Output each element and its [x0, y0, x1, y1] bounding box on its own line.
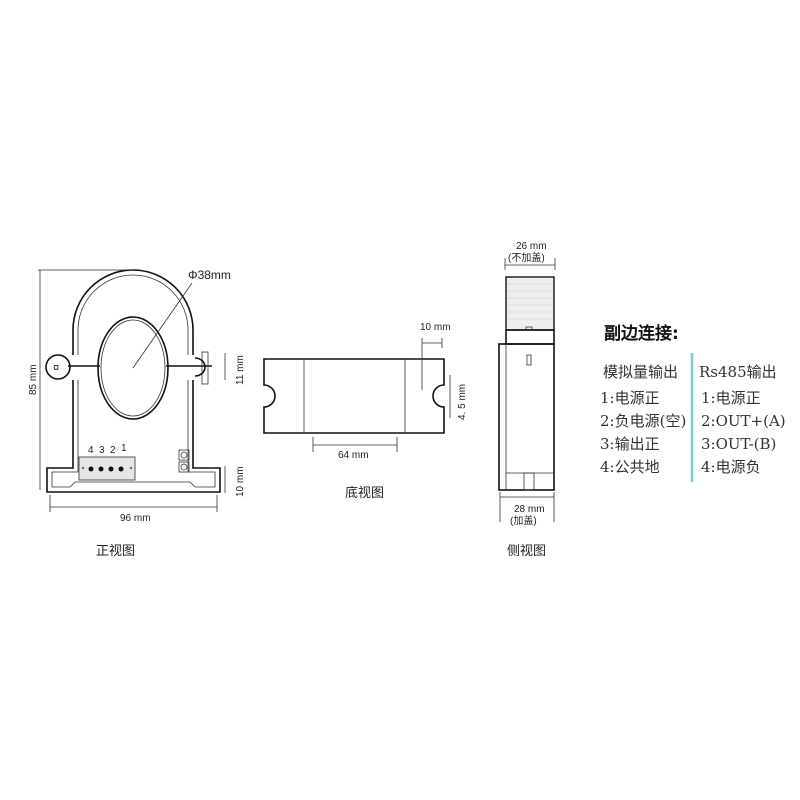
diameter-label: Φ38mm — [188, 268, 231, 282]
front-view-caption: 正视图 — [96, 544, 135, 559]
core-hole — [97, 316, 169, 420]
svg-text:¤: ¤ — [53, 362, 59, 374]
length-dimension: 64 mm — [338, 450, 369, 461]
pin-label: 1 — [121, 443, 127, 454]
top-width-dimension: 26 mm — [516, 241, 547, 252]
bottom-view-caption: 底视图 — [345, 485, 384, 501]
bottom-width-dimension: 28 mm — [514, 504, 545, 515]
bottom-width-note: (加盖) — [510, 514, 537, 527]
slot-dimension: 4. 5 mm — [457, 384, 468, 420]
rs485-row: 4:电源负 — [701, 458, 761, 476]
connector-block — [78, 456, 136, 481]
rs485-row: 1:电源正 — [701, 389, 761, 407]
edge-dimension: 10 mm — [420, 322, 451, 333]
top-width-note: (不加盖) — [508, 251, 545, 264]
rs485-row: 3:OUT-(B) — [701, 435, 776, 453]
bottom-outline — [263, 358, 445, 434]
width-dimension: 96 mm — [120, 513, 151, 524]
ear-dimension: 11 mm — [235, 355, 246, 385]
rs485-header: Rs485输出 — [699, 363, 777, 381]
side-view-caption: 侧视图 — [507, 544, 546, 559]
front-view: ¤ 4 3 2 1 85 mm 96 mm Φ38mm 11 mm 10 mm … — [28, 268, 246, 559]
analog-row: 4:公共地 — [600, 458, 660, 476]
analog-row: 2:负电源(空) — [600, 412, 686, 430]
base-dimension: 10 mm — [235, 466, 246, 497]
height-dimension: 85 mm — [28, 364, 39, 395]
connection-title: 副边连接: — [604, 323, 679, 344]
pin-label: 4 — [88, 445, 94, 456]
connection-table: 副边连接: 模拟量输出 Rs485输出 1:电源正 2:负电源(空) 3:输出正… — [600, 323, 786, 482]
pin-label: 2 — [110, 445, 116, 456]
analog-header: 模拟量输出 — [603, 363, 678, 381]
bottom-view: 64 mm 10 mm 4. 5 mm 底视图 — [263, 322, 468, 501]
screw-terminal — [201, 351, 209, 385]
mount-ear — [45, 354, 71, 380]
side-body — [498, 343, 555, 491]
rs485-row: 2:OUT+(A) — [701, 412, 786, 430]
pin-label: 3 — [99, 445, 105, 456]
side-view: 26 mm (不加盖) 28 mm (加盖) 侧视图 — [498, 241, 556, 559]
analog-row: 3:输出正 — [600, 435, 660, 453]
analog-row: 1:电源正 — [600, 389, 660, 407]
